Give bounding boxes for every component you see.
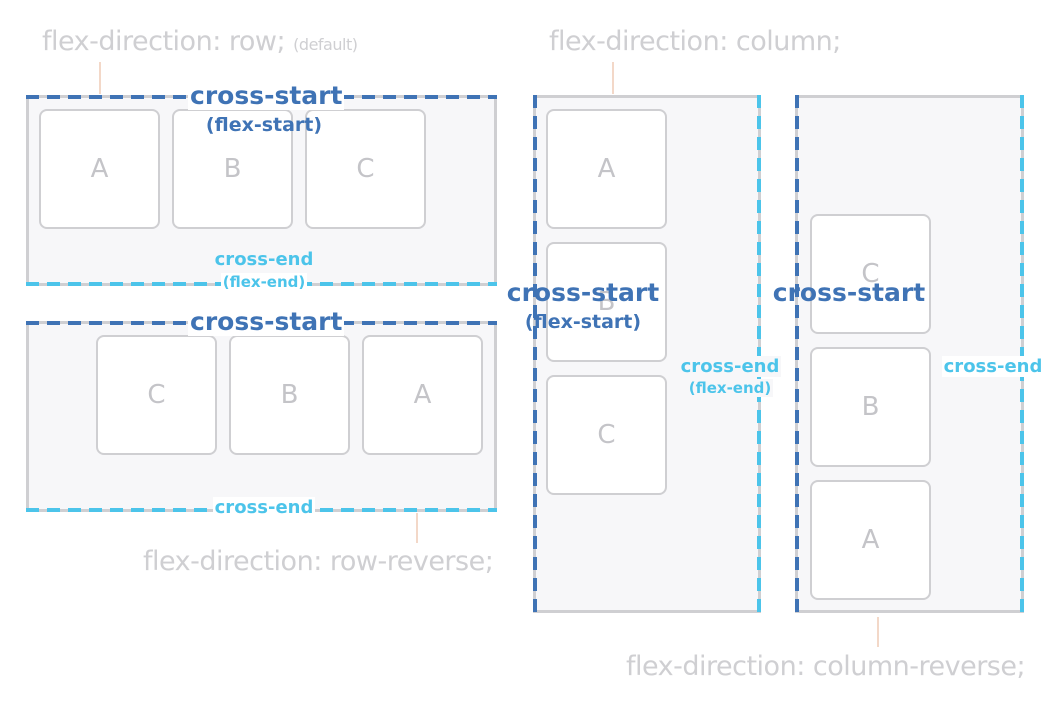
flex-item-column-reverse-1: C: [810, 214, 931, 334]
cross-start-label-column: cross-start: [506, 278, 660, 307]
flex-item-row-3: C: [305, 109, 426, 229]
cross-end-label-row-reverse: cross-end: [212, 497, 316, 518]
caption-row: flex-direction: row; (default): [42, 26, 358, 57]
caption-row-reverse-pointer: [416, 513, 418, 543]
cross-end-line-column-reverse: [1020, 95, 1024, 613]
cross-end-label-row: cross-end: [212, 249, 316, 270]
flex-start-label-column: (flex-start): [524, 311, 642, 333]
cross-start-label-row: cross-start: [188, 81, 345, 110]
cross-end-label-column: cross-end: [678, 356, 782, 377]
flex-end-label-row: (flex-end): [220, 273, 308, 291]
flex-item-row-reverse-2: B: [229, 335, 350, 455]
cross-start-label-row-reverse: cross-start: [188, 307, 345, 336]
flex-start-label-row: (flex-start): [205, 114, 323, 136]
cross-end-line-column: [757, 95, 761, 613]
caption-row-pointer: [99, 62, 101, 94]
flex-item-row-2: B: [172, 109, 293, 229]
cross-start-label-column-reverse: cross-start: [772, 278, 926, 307]
flex-item-row-reverse-1: C: [96, 335, 217, 455]
flex-item-column-reverse-2: B: [810, 347, 931, 467]
flex-item-column-reverse-3: A: [810, 480, 931, 600]
flex-end-label-column: (flex-end): [686, 379, 774, 397]
caption-row-default: (default): [293, 35, 358, 54]
flex-item-column-2: B: [546, 242, 667, 362]
caption-row-reverse: flex-direction: row-reverse;: [143, 546, 494, 577]
caption-column: flex-direction: column;: [549, 26, 841, 57]
cross-start-line-column: [533, 95, 537, 613]
caption-row-text: flex-direction: row;: [42, 26, 286, 57]
caption-column-pointer: [612, 62, 614, 94]
cross-end-label-column-reverse: cross-end: [941, 356, 1045, 377]
flex-item-column-1: A: [546, 109, 667, 229]
cross-start-line-column-reverse: [795, 95, 799, 613]
flex-item-column-3: C: [546, 375, 667, 495]
flex-item-row-1: A: [39, 109, 160, 229]
flex-item-row-reverse-3: A: [362, 335, 483, 455]
caption-column-reverse-pointer: [877, 617, 879, 647]
caption-column-reverse: flex-direction: column-reverse;: [626, 651, 1026, 682]
